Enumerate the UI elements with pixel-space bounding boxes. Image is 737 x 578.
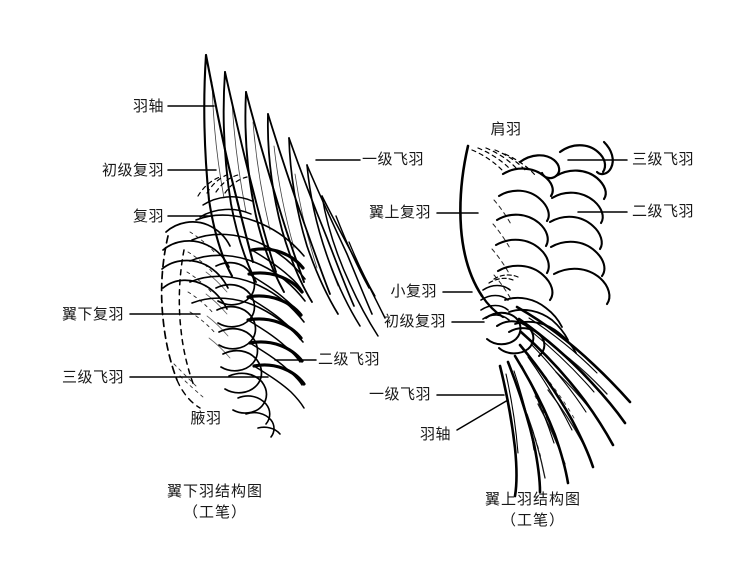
label-right-rachis: 羽轴	[419, 427, 451, 443]
caption-right-line2: （工笔）	[500, 513, 565, 529]
label-right-primaries: 一级飞羽	[368, 387, 431, 403]
right-wing-leader-lines	[436, 159, 628, 431]
label-right-upperwing-coverts: 翼上复羽	[368, 205, 431, 221]
label-right-secondaries: 二级飞羽	[632, 204, 695, 220]
label-left-tertials: 三级飞羽	[61, 370, 124, 386]
label-right-primary-coverts: 初级复羽	[383, 314, 446, 330]
label-left-coverts: 复羽	[132, 209, 164, 225]
leader-right-rachis	[456, 399, 509, 431]
label-left-axillaries: 腋羽	[190, 411, 222, 427]
right-wing-drawing	[459, 140, 632, 498]
label-right-lesser-coverts: 小复羽	[390, 284, 437, 300]
label-left-rachis: 羽轴	[132, 99, 164, 115]
caption-right-line1: 翼上羽结构图	[484, 492, 581, 508]
label-left-secondaries: 二级飞羽	[318, 352, 381, 368]
caption-left-line1: 翼下羽结构图	[166, 484, 263, 500]
label-right-scapulars: 肩羽	[490, 122, 522, 138]
label-left-underwing-coverts: 翼下复羽	[61, 307, 124, 323]
left-wing-drawing	[160, 53, 386, 438]
label-left-primaries: 一级飞羽	[362, 152, 425, 168]
caption-right-diagram: 翼上羽结构图 （工笔）	[433, 490, 633, 532]
caption-left-diagram: 翼下羽结构图 （工笔）	[115, 482, 315, 524]
left-wing-leader-lines	[129, 105, 361, 378]
caption-left-line2: （工笔）	[182, 505, 247, 521]
label-right-tertials: 三级飞羽	[632, 152, 695, 168]
label-left-primary-coverts: 初级复羽	[101, 163, 164, 179]
